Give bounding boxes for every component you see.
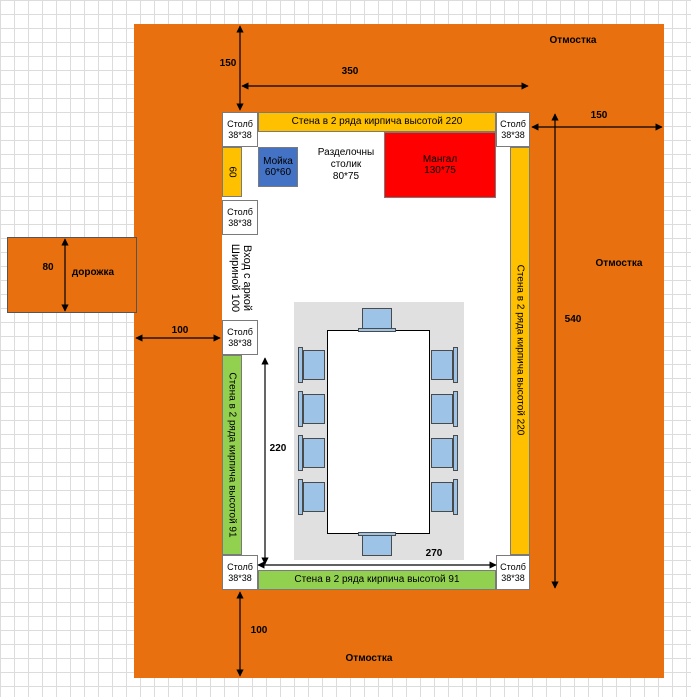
dim-100-bottom: 100 [250, 625, 268, 636]
wall-bottom-label: Стена в 2 ряда кирпича высотой 91 [294, 574, 460, 585]
chair-left [303, 438, 325, 468]
cutting-table: Разделочны столик 80*75 [317, 147, 375, 182]
chair-right-back [453, 347, 458, 383]
pillar-top-right: Столб 38*38 [496, 112, 530, 147]
otmostka-top: Отмостка [549, 35, 597, 46]
dim-80: 80 [42, 262, 54, 273]
wall-left [222, 355, 242, 555]
chair-right [431, 394, 453, 424]
chair-right-back [453, 435, 458, 471]
chair-right-back [453, 479, 458, 515]
chair-right [431, 350, 453, 380]
pillar-bottom-left: Столб 38*38 [222, 555, 258, 590]
pillar-mid-lower: Столб 38*38 [222, 320, 258, 355]
wall-top-label: Стена в 2 ряда кирпича высотой 220 [291, 116, 463, 127]
grill: Мангал 130*75 [384, 132, 496, 198]
chair-left-back [298, 435, 303, 471]
chair-left [303, 482, 325, 512]
pillar-mid-upper: Столб 38*38 [222, 200, 258, 235]
path-area [7, 237, 137, 313]
chair-left [303, 350, 325, 380]
dim-220: 220 [269, 443, 287, 454]
dorozhka-label: дорожка [71, 267, 115, 278]
otmostka-right: Отмостка [595, 258, 643, 269]
chair-head-back [358, 328, 396, 332]
wall-top [258, 112, 496, 132]
sink: Мойка 60*60 [258, 147, 298, 187]
chair-left-back [298, 347, 303, 383]
dim-540: 540 [564, 314, 582, 325]
pillar-top-left: Столб 38*38 [222, 112, 258, 147]
chair-left [303, 394, 325, 424]
dim-100-left: 100 [171, 325, 189, 336]
dim-150-right: 150 [590, 110, 608, 121]
wall-bottom [258, 570, 496, 590]
chair-right [431, 482, 453, 512]
wall-right [510, 147, 530, 555]
chair-left-back [298, 391, 303, 427]
wall-60-segment [222, 147, 242, 197]
pillar-bottom-right: Столб 38*38 [496, 555, 530, 590]
chair-foot-back [358, 532, 396, 536]
dim-150-top: 150 [219, 58, 237, 69]
chair-right-back [453, 391, 458, 427]
chair-left-back [298, 479, 303, 515]
dim-350: 350 [341, 66, 359, 77]
dim-270: 270 [425, 548, 443, 559]
otmostka-bottom: Отмостка [345, 653, 393, 664]
chair-right [431, 438, 453, 468]
